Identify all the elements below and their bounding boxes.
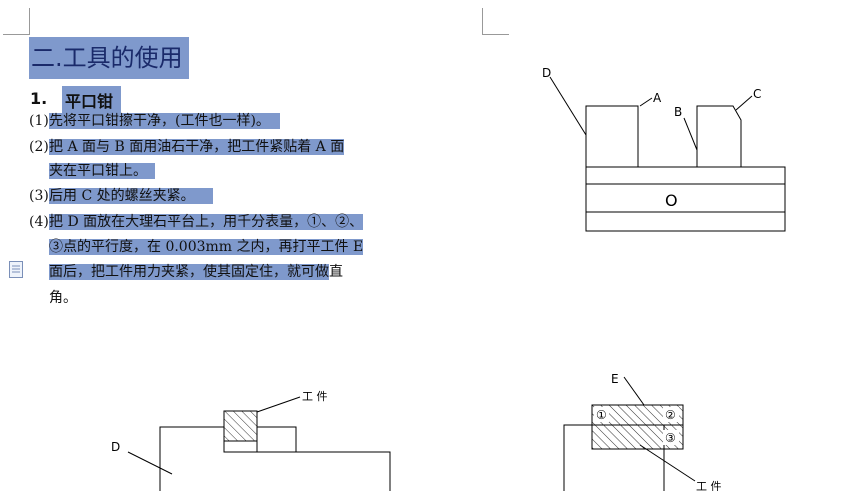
- section-number: 1.: [30, 89, 48, 108]
- side-label-workpiece: 工 件: [696, 480, 722, 491]
- section-title: 平口钳: [62, 86, 122, 114]
- label-o: O: [665, 191, 678, 210]
- side-label-e: E: [611, 372, 619, 386]
- vise-diagram: A B C D O: [542, 66, 786, 232]
- step-1-line-1: 先将平口钳擦干净，(工件也一样)。: [49, 110, 280, 132]
- step-4-line-1: 把 D 面放在大理石平台上，用千分表量，①、②、: [49, 214, 364, 230]
- step-2-line-1: 把 A 面与 B 面用油石干净，把工件紧贴着 A 面: [49, 139, 345, 155]
- step-3-line-1: 后用 C 处的螺丝夹紧。: [49, 185, 213, 207]
- crop-mark-right-h: [483, 34, 509, 35]
- step-4-number: (4): [29, 214, 49, 230]
- front-view-diagram: 工 件 D: [111, 390, 391, 491]
- step-1-number: (1): [29, 113, 49, 129]
- vise-jaw-right: [696, 105, 742, 167]
- label-d: D: [542, 66, 551, 80]
- label-b: B: [674, 105, 682, 119]
- crop-mark-left-v: [29, 8, 30, 35]
- side-label-1: ①: [596, 408, 607, 422]
- step-2-number: (2): [29, 139, 49, 155]
- front-label-d: D: [111, 440, 120, 454]
- step-3-number: (3): [29, 188, 49, 204]
- crop-mark-right-v: [482, 8, 483, 35]
- front-workpiece: [223, 410, 258, 442]
- page-heading: 二.工具的使用: [29, 37, 189, 79]
- label-c: C: [753, 87, 761, 101]
- vise-base-top: [585, 166, 786, 185]
- vise-jaw-left: [585, 105, 639, 168]
- side-view-diagram: ① ② ③ E 工 件: [563, 372, 722, 491]
- vise-base-bottom: [585, 211, 786, 232]
- vise-base-middle: [585, 183, 786, 213]
- step-4-line-4: 角。: [49, 290, 77, 306]
- label-a: A: [653, 91, 662, 105]
- side-label-2: ②: [665, 408, 676, 422]
- side-label-3: ③: [665, 431, 676, 445]
- step-4-line-3: 面后，把工件用力夹紧，使其固定住，就可做直: [49, 264, 343, 280]
- crop-mark-left-h: [3, 34, 29, 35]
- step-4-line-2: ③点的平行度，在 0.003mm 之内，再打平工件 E: [49, 239, 364, 255]
- front-label-workpiece: 工 件: [302, 390, 328, 403]
- step-2-line-2: 夹在平口钳上。: [49, 160, 155, 182]
- document-icon[interactable]: [9, 261, 23, 278]
